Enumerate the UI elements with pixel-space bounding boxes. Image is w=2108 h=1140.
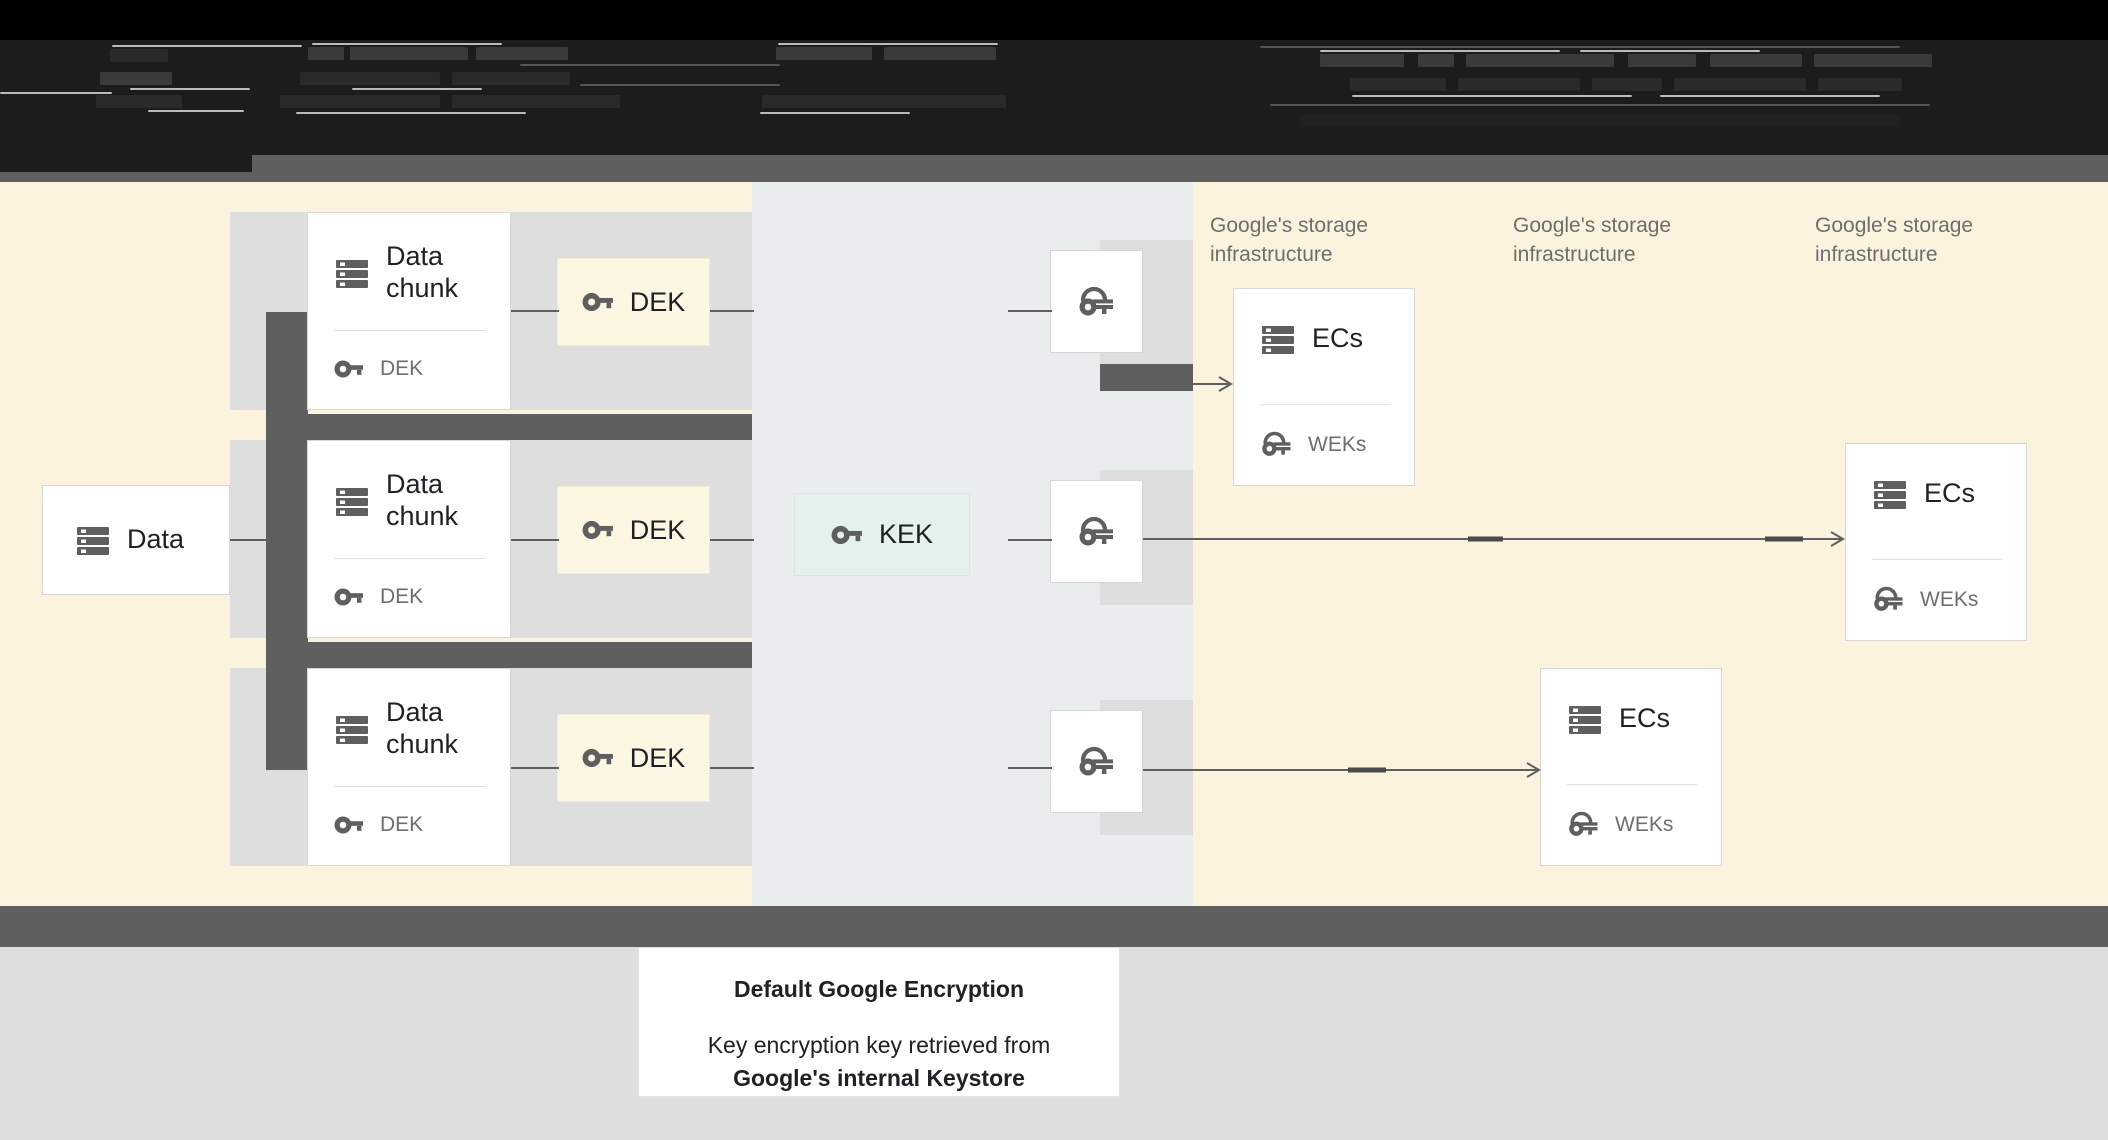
card-divider — [1872, 559, 2002, 560]
card-key-label: DEK — [380, 813, 424, 836]
key-icon — [334, 358, 364, 380]
card-divider — [334, 558, 486, 559]
card-wrapped-key-2[interactable] — [1050, 480, 1143, 583]
chip-dek-label: DEK — [629, 286, 686, 317]
card-ecs-3[interactable]: ECs WEKs — [1845, 443, 2027, 641]
card-data-source-label: Data — [127, 524, 185, 555]
top-gray-strip — [0, 155, 2108, 182]
arrow-wkey2-to-ecs3 — [1143, 531, 1845, 547]
card-title: ECs — [1924, 478, 1976, 509]
redaction-bar-vertical — [266, 312, 308, 770]
storage-label-3: Google's storage infrastructure — [1815, 214, 1974, 266]
connector-dek3-out — [710, 767, 754, 769]
card-data-chunk-1[interactable]: Data chunk DEK — [307, 212, 511, 410]
card-title: Data chunk — [386, 241, 459, 303]
card-divider — [1260, 404, 1390, 405]
chip-dek-3[interactable]: DEK — [557, 714, 710, 802]
arrow-wkey1-to-ecs1 — [1143, 376, 1233, 392]
wrapped-key-icon — [1260, 431, 1294, 458]
card-divider — [1567, 784, 1697, 785]
connector-to-wkey-3 — [1008, 767, 1052, 769]
card-data-source[interactable]: Data — [42, 485, 230, 595]
redaction-bar-row-1 — [266, 414, 752, 440]
card-ecs-2[interactable]: ECs WEKs — [1540, 668, 1722, 866]
connector-to-wkey-1 — [1008, 310, 1052, 312]
redaction-bar-row-2 — [266, 642, 752, 668]
top-black-bar — [0, 0, 2108, 40]
caption-card: Default Google Encryption Key encryption… — [638, 947, 1120, 1097]
connector-chunk3-dek3 — [511, 767, 559, 769]
key-icon — [831, 523, 863, 547]
chip-dek-label: DEK — [629, 514, 686, 545]
wrapped-key-icon — [1077, 286, 1117, 318]
key-icon — [334, 814, 364, 836]
bottom-dark-bar — [0, 906, 2108, 947]
caption-line-1: Key encryption key retrieved from — [707, 1032, 1051, 1058]
chip-kek[interactable]: KEK — [794, 493, 970, 576]
server-icon — [75, 522, 111, 558]
card-divider — [334, 786, 486, 787]
card-divider — [334, 330, 486, 331]
wrapped-key-icon — [1077, 746, 1117, 778]
wrapped-key-icon — [1872, 586, 1906, 613]
connector-chunk2-dek2 — [511, 539, 559, 541]
key-icon — [582, 518, 614, 542]
card-ecs-1[interactable]: ECs WEKs — [1233, 288, 1415, 486]
storage-label-1: Google's storage infrastructure — [1210, 214, 1369, 266]
chip-dek-label: DEK — [629, 742, 686, 773]
card-title: Data chunk — [386, 697, 459, 759]
top-redacted-banner — [0, 40, 2108, 155]
card-data-chunk-2[interactable]: Data chunk DEK — [307, 440, 511, 638]
card-data-chunk-3[interactable]: Data chunk DEK — [307, 668, 511, 866]
caption-line-2: Google's internal Keystore — [733, 1064, 1025, 1091]
card-title: ECs — [1312, 323, 1364, 354]
chip-dek-1[interactable]: DEK — [557, 258, 710, 346]
card-key-label: DEK — [380, 357, 424, 380]
card-title: ECs — [1619, 703, 1671, 734]
arrow-wkey3-to-ecs2 — [1143, 762, 1541, 778]
key-icon — [582, 290, 614, 314]
wrapped-key-icon — [1077, 516, 1117, 548]
caption-title: Default Google Encryption — [733, 976, 1025, 1002]
redaction-bar-wkey-1 — [1100, 364, 1193, 391]
card-title: Data chunk — [386, 469, 459, 531]
card-key-label: WEKs — [1615, 812, 1674, 836]
storage-label-2: Google's storage infrastructure — [1513, 214, 1672, 266]
connector-kek-to-wkey-2 — [1008, 539, 1052, 541]
connector-dek1-out — [710, 310, 754, 312]
card-key-label: DEK — [380, 585, 424, 608]
connector-chunk1-dek1 — [511, 310, 559, 312]
server-icon — [1260, 321, 1296, 357]
server-icon — [1872, 476, 1908, 512]
top-strip-notch — [0, 155, 252, 172]
chip-dek-2[interactable]: DEK — [557, 486, 710, 574]
card-wrapped-key-3[interactable] — [1050, 710, 1143, 813]
card-key-label: WEKs — [1920, 587, 1979, 611]
chip-kek-label: KEK — [878, 519, 934, 549]
card-key-label: WEKs — [1308, 432, 1367, 456]
wrapped-key-icon — [1567, 811, 1601, 838]
server-icon — [334, 711, 370, 747]
connector-source-to-chunks — [230, 539, 270, 541]
connector-dek2-out — [710, 539, 754, 541]
server-icon — [1567, 701, 1603, 737]
key-icon — [334, 586, 364, 608]
key-icon — [582, 746, 614, 770]
server-icon — [334, 483, 370, 519]
card-wrapped-key-1[interactable] — [1050, 250, 1143, 353]
server-icon — [334, 255, 370, 291]
